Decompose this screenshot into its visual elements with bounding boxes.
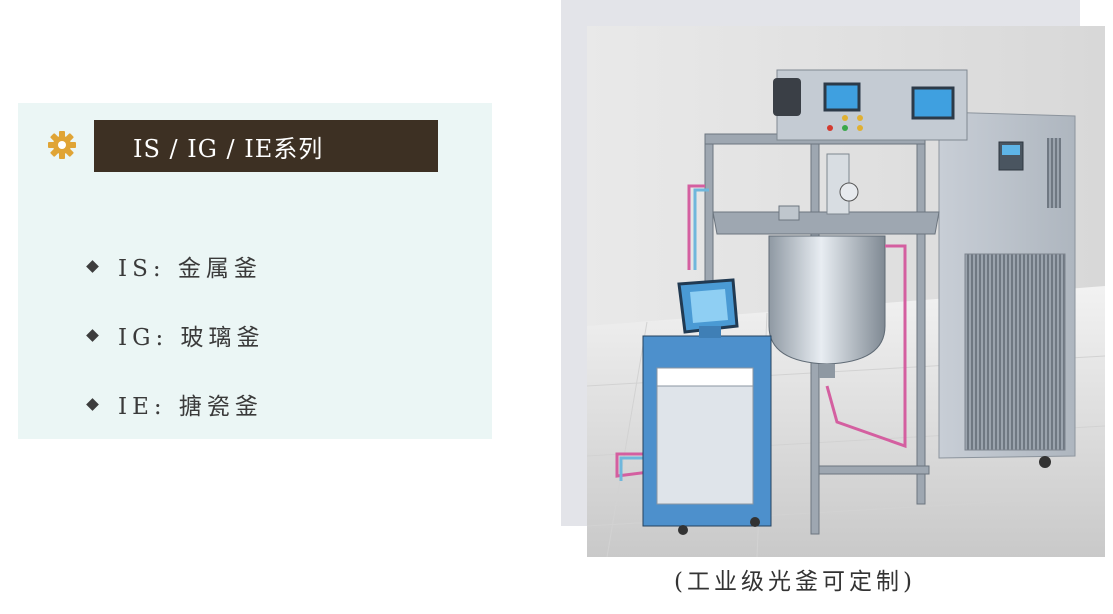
series-title: IS / IG / IE系列 (94, 120, 438, 172)
gear-icon (48, 131, 76, 159)
list-item-label: IE: 搪瓷釜 (118, 394, 263, 420)
list-item: IG: 玻璃釜 (86, 317, 265, 353)
diamond-bullet-icon (86, 259, 99, 273)
series-title-text: IS / IG / IE系列 (133, 134, 324, 163)
diamond-bullet-icon (86, 328, 99, 342)
list-item-label: IG: 玻璃釜 (118, 325, 265, 351)
list-item: IE: 搪瓷釜 (86, 386, 265, 422)
diamond-bullet-icon (86, 397, 99, 411)
list-item: IS: 金属釜 (86, 248, 265, 284)
reactor-equipment-image (587, 26, 1105, 557)
list-item-label: IS: 金属釜 (118, 256, 262, 282)
series-list: IS: 金属釜 IG: 玻璃釜 IE: 搪瓷釜 (86, 248, 265, 455)
image-caption: (工业级光釜可定制) (674, 569, 916, 595)
